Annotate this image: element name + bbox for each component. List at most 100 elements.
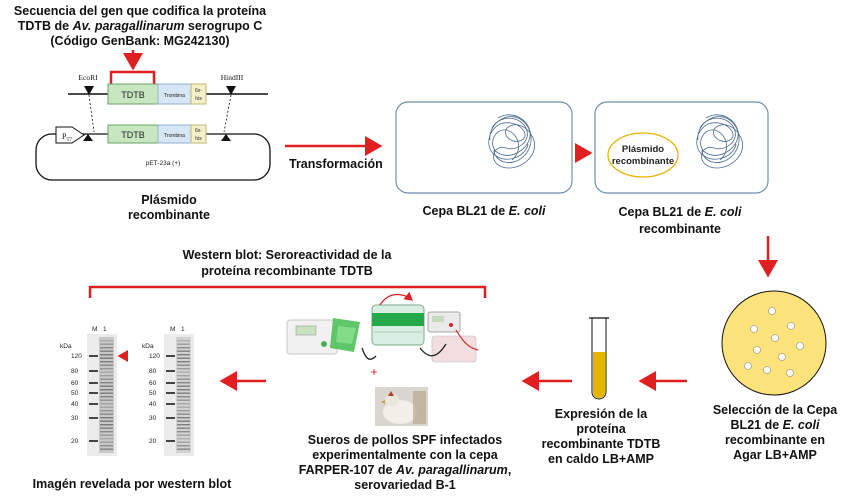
blot1-lane-band bbox=[100, 343, 113, 345]
blot2-lane-band bbox=[177, 434, 190, 436]
blot2-lane-band bbox=[177, 441, 190, 443]
blot1-lane-band bbox=[100, 361, 113, 363]
blot1-marker-label-20: 20 bbox=[71, 438, 79, 445]
blot1-lane-band bbox=[100, 424, 113, 426]
blot2-lane-band bbox=[177, 350, 190, 352]
promoter-label: PT7 bbox=[62, 132, 73, 143]
blot1-lane-band bbox=[100, 445, 113, 447]
blot1-lane-band bbox=[100, 354, 113, 356]
blot2-lane-band bbox=[177, 445, 190, 447]
linear-construct: TDTB Trombina 6x- his EcoRI HindIII bbox=[68, 73, 268, 105]
blot2-lane-band bbox=[177, 431, 190, 433]
blot2-lane-band bbox=[177, 413, 190, 415]
blot2-lane-band bbox=[177, 371, 190, 373]
blot1-lane-band bbox=[100, 431, 113, 433]
gene-bracket bbox=[109, 70, 156, 84]
cell2-label-line1: Cepa BL21 de E. coli bbox=[619, 205, 742, 219]
blot2-lane-band bbox=[177, 417, 190, 419]
plasmid-label-line1: Plásmido bbox=[141, 193, 197, 207]
blot-image-label: Imagén revelada por western blot bbox=[33, 477, 233, 491]
blot2-lane-band bbox=[177, 427, 190, 429]
vector-label: pET-23a (+) bbox=[146, 160, 181, 167]
blot2-lane-band bbox=[177, 420, 190, 422]
expression-label-line1: Expresión de la bbox=[555, 407, 648, 421]
blot1-lane-band bbox=[100, 417, 113, 419]
his-box-top bbox=[190, 83, 207, 105]
blot2-marker-label-60: 60 bbox=[149, 380, 157, 387]
svg-text:6x-: 6x- bbox=[195, 88, 202, 94]
cell1-label: Cepa BL21 de E. coli bbox=[423, 204, 546, 218]
hindiii-site-plasmid bbox=[221, 134, 231, 141]
blot1-lane-band bbox=[100, 438, 113, 440]
blot2-lane-band bbox=[177, 368, 190, 370]
blot1-marker-band-20 bbox=[89, 440, 98, 442]
blot1-lane-band bbox=[100, 441, 113, 443]
blot1-marker-band-120 bbox=[89, 355, 98, 357]
hindiii-label: HindIII bbox=[221, 73, 244, 82]
svg-text:his: his bbox=[195, 96, 202, 102]
blot1-marker-label-50: 50 bbox=[71, 390, 79, 397]
trombina-label-top: Trombina bbox=[164, 93, 185, 99]
blot2-lane-band bbox=[177, 375, 190, 377]
blot1-lane-band bbox=[100, 357, 113, 359]
blot2-lane-band bbox=[177, 385, 190, 387]
blot1-lane-band bbox=[100, 403, 113, 405]
blot2-lane-band bbox=[177, 382, 190, 384]
plasmid-label-line2: recombinante bbox=[128, 208, 210, 222]
blot2-lane-band bbox=[177, 361, 190, 363]
blot2-lane-band bbox=[177, 410, 190, 412]
chicken-photo bbox=[375, 387, 428, 426]
blot2-lane-band bbox=[177, 406, 190, 408]
plasmid-map: PT7 TDTB Trombina 6x- his pET-23a (+) bbox=[35, 94, 271, 181]
blot2-lane-band bbox=[177, 347, 190, 349]
transformation-label: Transformación bbox=[289, 157, 383, 171]
blot1-lane-band bbox=[100, 448, 113, 450]
blot2-lane-band bbox=[177, 354, 190, 356]
blot1-lane-band bbox=[100, 406, 113, 408]
blot1-lane-band bbox=[100, 350, 113, 352]
blot1-marker-label-80: 80 bbox=[71, 368, 79, 375]
western-title-line2: proteína recombinante TDTB bbox=[201, 264, 373, 278]
blot1-marker-band-80 bbox=[89, 370, 98, 372]
cell2-label-line2: recombinante bbox=[639, 222, 721, 236]
blot1-lane-band bbox=[100, 413, 113, 415]
sera-label-line2: experimentalmente con la cepa bbox=[312, 448, 499, 462]
blot1-marker-band-50 bbox=[89, 392, 98, 394]
his-box-plasmid bbox=[190, 124, 207, 144]
agar-plate bbox=[721, 290, 827, 396]
electrophoresis-equipment bbox=[286, 291, 479, 363]
blot2-marker-band-20 bbox=[166, 440, 175, 442]
blot2-marker-label-120: 120 bbox=[149, 353, 160, 360]
tdtb-label-plasmid: TDTB bbox=[121, 130, 145, 140]
expression-label-line4: en caldo LB+AMP bbox=[548, 452, 654, 466]
blot2-marker-band-50 bbox=[166, 392, 175, 394]
blot2-lane-band bbox=[177, 357, 190, 359]
gene-caption-line3: (Código GenBank: MG242130) bbox=[50, 34, 229, 48]
blot1-lane-1: 1 bbox=[103, 326, 107, 333]
blot2-lane-m: M bbox=[170, 326, 175, 333]
blot2-lane-1: 1 bbox=[181, 326, 185, 333]
blot1-marker-label-120: 120 bbox=[71, 353, 82, 360]
chromosome-icon-1 bbox=[488, 114, 536, 169]
blot1-lane-band bbox=[100, 389, 113, 391]
blot1-marker-band-40 bbox=[89, 403, 98, 405]
hindiii-site-marker bbox=[226, 86, 236, 95]
blot1-marker-label-60: 60 bbox=[71, 380, 79, 387]
plasmid-in-cell-line2: recombinante bbox=[612, 156, 674, 167]
blot1-lane-band bbox=[100, 434, 113, 436]
blot1-marker-band-30 bbox=[89, 417, 98, 419]
cell-ecoli bbox=[395, 101, 573, 194]
selection-label-line4: Agar LB+AMP bbox=[733, 448, 817, 462]
blot1-lane-m: M bbox=[92, 326, 97, 333]
blot1-marker-band-60 bbox=[89, 382, 98, 384]
plus-sign: + bbox=[370, 365, 377, 379]
blot1-lane-band bbox=[100, 364, 113, 366]
blot1-lane-band bbox=[100, 396, 113, 398]
blot2-marker-band-30 bbox=[166, 417, 175, 419]
ecori-site-plasmid bbox=[83, 134, 93, 141]
promoter-arrow bbox=[55, 126, 85, 144]
blot2-marker-band-120 bbox=[166, 355, 175, 357]
svg-text:6x-: 6x- bbox=[195, 128, 202, 134]
